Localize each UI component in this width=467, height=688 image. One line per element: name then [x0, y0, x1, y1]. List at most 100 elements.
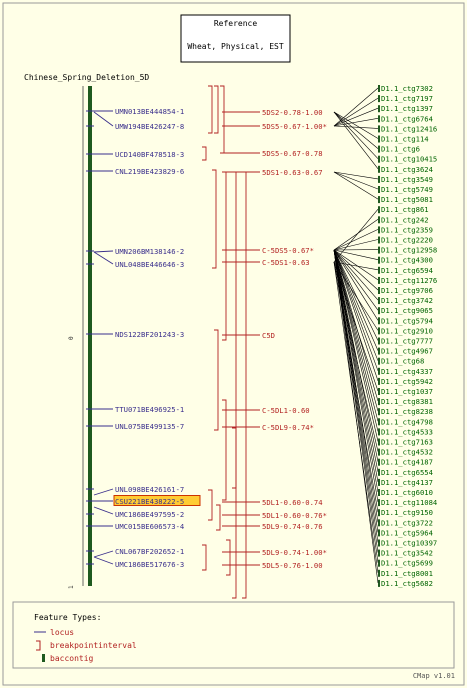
baccontig-label[interactable]: D1.1_ctg3549: [381, 175, 433, 184]
breakpoint-label[interactable]: 5DS2-0.78-1.00: [262, 108, 323, 117]
baccontig-label[interactable]: D1.1_ctg5942: [381, 377, 433, 386]
baccontig-39[interactable]: D1.1_ctg6554: [378, 468, 433, 477]
baccontig-48[interactable]: D1.1_ctg5699: [378, 559, 433, 568]
breakpoint-label[interactable]: 5DL9-0.74-0.76: [262, 522, 323, 531]
baccontig-28[interactable]: D1.1_ctg68: [378, 357, 424, 366]
baccontig-1[interactable]: D1.1_ctg7302: [378, 84, 433, 93]
locus-label[interactable]: CSU221BE438222-5: [115, 497, 184, 506]
breakpoint-interval-5[interactable]: C-5DS5-0.67*: [222, 246, 314, 255]
locus-3[interactable]: UCD140BF478518-3: [86, 150, 184, 159]
baccontig-47[interactable]: D1.1_ctg3542: [378, 549, 433, 558]
breakpoint-interval-10[interactable]: 5DL1-0.60-0.74: [222, 498, 323, 507]
breakpoint-interval-4[interactable]: 5DS1-0.63-0.67: [222, 168, 323, 177]
baccontig-label[interactable]: D1.1_ctg68: [381, 357, 424, 366]
breakpoint-label[interactable]: C-5DS5-0.67*: [262, 246, 314, 255]
baccontig-24[interactable]: D1.1_ctg5794: [378, 316, 433, 325]
baccontig-label[interactable]: D1.1_ctg2910: [381, 326, 433, 335]
baccontig-35[interactable]: D1.1_ctg4533: [378, 427, 433, 436]
locus-7[interactable]: NDS122BF201243-3: [86, 330, 184, 339]
baccontig-label[interactable]: D1.1_ctg3624: [381, 165, 433, 174]
baccontig-38[interactable]: D1.1_ctg4187: [378, 458, 433, 467]
baccontig-19[interactable]: D1.1_ctg6594: [378, 266, 433, 275]
baccontig-23[interactable]: D1.1_ctg9065: [378, 306, 433, 315]
locus-15[interactable]: UMC186BE517676-3: [86, 560, 184, 569]
breakpoint-interval-9[interactable]: C-5DL9-0.74*: [222, 423, 314, 432]
baccontig-label[interactable]: D1.1_ctg3742: [381, 296, 433, 305]
breakpoint-label[interactable]: C-5DL1-0.60: [262, 406, 310, 415]
baccontig-label[interactable]: D1.1_ctg7302: [381, 84, 433, 93]
baccontig-15[interactable]: D1.1_ctg2359: [378, 225, 433, 234]
chromosome-bar[interactable]: [88, 86, 92, 586]
baccontig-30[interactable]: D1.1_ctg5942: [378, 377, 433, 386]
locus-9[interactable]: UNL075BE499135-7: [86, 422, 184, 431]
baccontig-32[interactable]: D1.1_ctg8381: [378, 397, 433, 406]
baccontig-12[interactable]: D1.1_ctg5081: [378, 195, 433, 204]
baccontig-9[interactable]: D1.1_ctg3624: [378, 165, 433, 174]
baccontig-20[interactable]: D1.1_ctg11276: [378, 276, 437, 285]
baccontig-label[interactable]: D1.1_ctg6010: [381, 488, 433, 497]
baccontig-label[interactable]: D1.1_ctg5964: [381, 528, 433, 537]
locus-label[interactable]: UCD140BF478518-3: [115, 150, 184, 159]
baccontig-label[interactable]: D1.1_ctg10415: [381, 155, 437, 164]
baccontig-label[interactable]: D1.1_ctg4532: [381, 448, 433, 457]
baccontig-18[interactable]: D1.1_ctg4300: [378, 256, 433, 265]
breakpoint-interval-7[interactable]: C5D: [222, 331, 275, 340]
locus-label[interactable]: UMC186BE497595-2: [115, 510, 184, 519]
baccontig-label[interactable]: D1.1_ctg2220: [381, 236, 433, 245]
baccontig-22[interactable]: D1.1_ctg3742: [378, 296, 433, 305]
map-title[interactable]: Chinese_Spring_Deletion_5D: [24, 73, 149, 82]
baccontig-49[interactable]: D1.1_ctg8001: [378, 569, 433, 578]
baccontig-label[interactable]: D1.1_ctg4337: [381, 367, 433, 376]
baccontig-label[interactable]: D1.1_ctg861: [381, 205, 429, 214]
breakpoint-label[interactable]: C5D: [262, 331, 275, 340]
breakpoint-interval-6[interactable]: C-5DS1-0.63: [222, 258, 310, 267]
baccontig-6[interactable]: D1.1_ctg114: [378, 135, 429, 144]
locus-label[interactable]: CNL067BF202652-1: [115, 547, 184, 556]
baccontig-label[interactable]: D1.1_ctg12416: [381, 124, 437, 133]
baccontig-10[interactable]: D1.1_ctg3549: [378, 175, 433, 184]
locus-label[interactable]: TTU071BE496925-1: [115, 405, 184, 414]
baccontig-label[interactable]: D1.1_ctg4967: [381, 347, 433, 356]
baccontig-label[interactable]: D1.1_ctg1397: [381, 104, 433, 113]
baccontig-label[interactable]: D1.1_ctg11084: [381, 498, 437, 507]
locus-label[interactable]: UNL048BE446646-3: [115, 260, 184, 269]
baccontig-27[interactable]: D1.1_ctg4967: [378, 347, 433, 356]
breakpoint-interval-13[interactable]: 5DL9-0.74-1.00*: [222, 548, 327, 557]
breakpoint-interval-8[interactable]: C-5DL1-0.60: [222, 406, 310, 415]
baccontig-42[interactable]: D1.1_ctg11084: [378, 498, 437, 507]
locus-label[interactable]: NDS122BF201243-3: [115, 330, 184, 339]
baccontig-40[interactable]: D1.1_ctg4137: [378, 478, 433, 487]
locus-12[interactable]: UMC186BE497595-2: [86, 510, 184, 519]
baccontig-label[interactable]: D1.1_ctg8381: [381, 397, 433, 406]
locus-label[interactable]: UMW194BE426247-8: [115, 122, 184, 131]
locus-1[interactable]: UMN013BE444854-1: [86, 107, 184, 116]
locus-6[interactable]: UNL048BE446646-3: [86, 260, 184, 269]
baccontig-33[interactable]: D1.1_ctg8238: [378, 407, 433, 416]
baccontig-31[interactable]: D1.1_ctg1037: [378, 387, 433, 396]
locus-10[interactable]: UNL098BE426161-7: [86, 485, 184, 494]
baccontig-label[interactable]: D1.1_ctg6594: [381, 266, 433, 275]
breakpoint-label[interactable]: 5DL5-0.76-1.00: [262, 561, 323, 570]
baccontig-29[interactable]: D1.1_ctg4337: [378, 367, 433, 376]
baccontig-label[interactable]: D1.1_ctg1037: [381, 387, 433, 396]
baccontig-label[interactable]: D1.1_ctg9706: [381, 286, 433, 295]
baccontig-45[interactable]: D1.1_ctg5964: [378, 528, 433, 537]
baccontig-label[interactable]: D1.1_ctg7163: [381, 438, 433, 447]
locus-11[interactable]: CSU221BE438222-5: [86, 495, 201, 507]
baccontig-37[interactable]: D1.1_ctg4532: [378, 448, 433, 457]
locus-label[interactable]: UMC015BE606573-4: [115, 522, 184, 531]
baccontig-43[interactable]: D1.1_ctg9150: [378, 508, 433, 517]
breakpoint-interval-11[interactable]: 5DL1-0.60-0.76*: [222, 511, 327, 520]
baccontig-4[interactable]: D1.1_ctg6764: [378, 114, 433, 123]
baccontig-label[interactable]: D1.1_ctg7197: [381, 94, 433, 103]
baccontig-17[interactable]: D1.1_ctg12958: [378, 246, 437, 255]
baccontig-label[interactable]: D1.1_ctg8238: [381, 407, 433, 416]
breakpoint-label[interactable]: 5DS1-0.63-0.67: [262, 168, 323, 177]
baccontig-label[interactable]: D1.1_ctg2359: [381, 225, 433, 234]
baccontig-14[interactable]: D1.1_ctg242: [378, 215, 429, 224]
baccontig-5[interactable]: D1.1_ctg12416: [378, 124, 437, 133]
breakpoint-label[interactable]: 5DL1-0.60-0.74: [262, 498, 323, 507]
baccontig-46[interactable]: D1.1_ctg10397: [378, 539, 437, 548]
baccontig-50[interactable]: D1.1_ctg5682: [378, 579, 433, 588]
breakpoint-label[interactable]: 5DL9-0.74-1.00*: [262, 548, 327, 557]
